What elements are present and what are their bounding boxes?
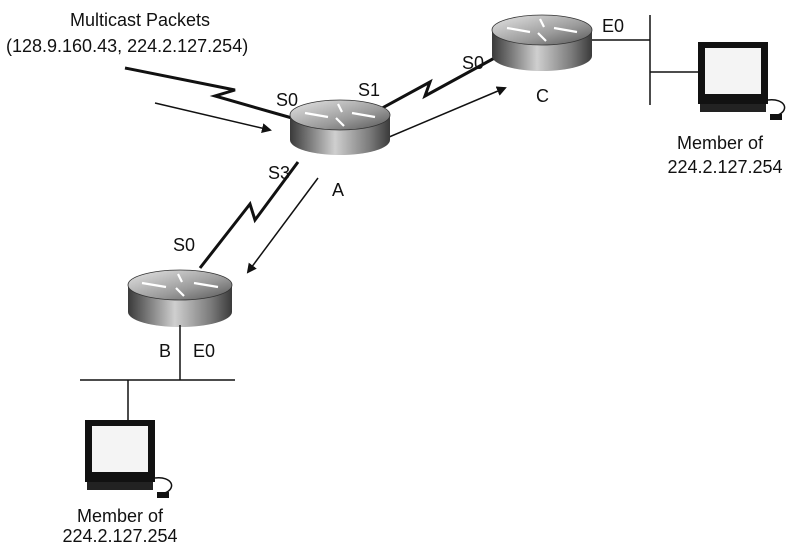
router-c-icon — [491, 14, 593, 71]
host-b-group-label: 224.2.127.254 — [62, 526, 178, 546]
host-b-member-label: Member of — [76, 506, 164, 526]
router-b-label: B — [159, 341, 172, 361]
router-c-s0-label: S0 — [462, 53, 485, 73]
router-c-e0-label: E0 — [602, 16, 625, 36]
source-title: Multicast Packets — [70, 10, 211, 30]
serial-link-a-b — [198, 161, 300, 269]
router-a-icon — [289, 99, 391, 155]
host-c-member-label: Member of — [676, 133, 764, 153]
router-a-s0-label: S0 — [276, 90, 299, 110]
arrow-a-to-c — [381, 86, 507, 141]
host-c-group-label: 224.2.127.254 — [667, 157, 783, 177]
incoming-serial-link — [124, 66, 293, 120]
router-a-label: A — [332, 180, 345, 200]
router-c-label: C — [536, 86, 549, 106]
router-b-s0-label: S0 — [173, 235, 196, 255]
incoming-arrow — [154, 102, 272, 134]
router-b-icon — [127, 269, 233, 327]
router-a-s1-label: S1 — [358, 80, 381, 100]
workstation-c-icon — [698, 42, 786, 120]
serial-link-a-c — [374, 53, 501, 114]
router-b-e0-label: E0 — [193, 341, 216, 361]
source-address: (128.9.160.43, 224.2.127.254) — [6, 36, 249, 56]
arrow-a-to-b — [246, 177, 319, 274]
workstation-b-icon — [85, 420, 173, 498]
router-a-s3-label: S3 — [268, 163, 291, 183]
